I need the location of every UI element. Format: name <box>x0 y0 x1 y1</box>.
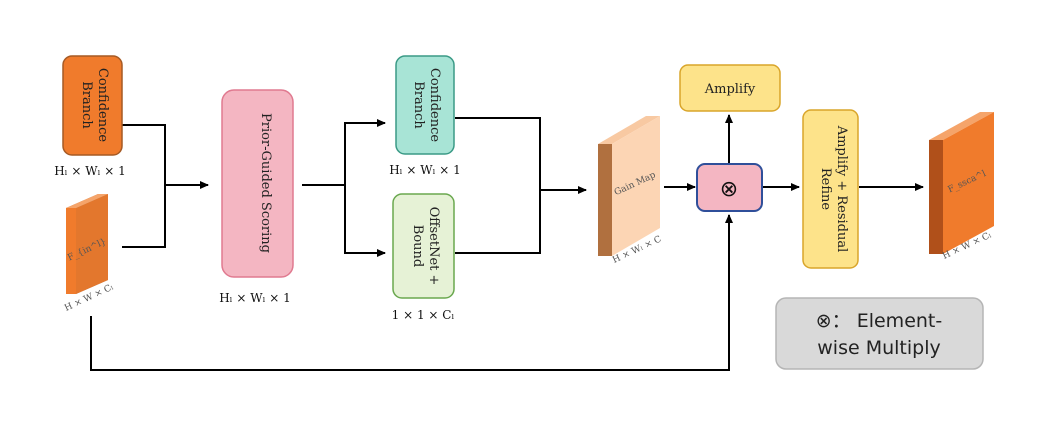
offsetnet-bound-label-line2: Bound <box>410 225 425 267</box>
confidence-branch-1: Confidence Branch <box>62 55 123 156</box>
amplify-residual-refine-label-line2: Refine <box>818 168 833 211</box>
multiply-icon: ⊗ <box>720 177 738 202</box>
gain-map: Gain Map H × Wₗ × C <box>598 116 663 266</box>
amplify-residual-refine-label-line1: Amplify + Residual <box>834 125 849 253</box>
edge-split-to-offsetnet <box>344 185 386 257</box>
edge-confidence2-to-merge <box>455 117 541 190</box>
amplify-residual-refine: Amplify + Residual Refine <box>802 109 859 269</box>
prior-guided-scoring-dims: Hₗ × Wₗ × 1 <box>219 291 291 305</box>
input-tensor: F_{in^l} H × W × Cₗ <box>63 194 115 314</box>
output-tensor: F_ssca^l H × W × Cₗ <box>929 112 994 262</box>
prior-guided-scoring: Prior-Guided Scoring <box>221 89 294 278</box>
amplify: Amplify <box>679 64 781 112</box>
confidence-branch-2-dims: Hₗ × Wₗ × 1 <box>389 163 461 177</box>
edge-input-to-merge <box>122 185 166 248</box>
edge-skip-input-to-multiply <box>90 214 733 371</box>
offsetnet-bound-label-line1: OffsetNet + <box>426 207 441 286</box>
edge-offsetnet-to-merge <box>455 190 541 254</box>
confidence-branch-2: Confidence Branch <box>395 55 455 155</box>
legend-line2: wise Multiply <box>817 337 940 359</box>
confidence-branch-1-dims: Hₗ × Wₗ × 1 <box>54 164 126 178</box>
confidence-branch-2-label-line1: Confidence <box>427 68 442 142</box>
confidence-branch-1-label-line2: Branch <box>79 81 94 129</box>
offsetnet-bound: OffsetNet + Bound <box>392 193 455 299</box>
confidence-branch-1-label-line1: Confidence <box>95 68 110 142</box>
amplify-label: Amplify <box>704 82 756 97</box>
edge-confidence1-to-merge <box>122 124 166 185</box>
edge-split-to-confidence2 <box>344 119 386 185</box>
prior-guided-scoring-label: Prior-Guided Scoring <box>258 113 273 253</box>
legend: ⊗： Element- wise Multiply <box>775 297 984 370</box>
connectors <box>90 114 924 371</box>
offsetnet-bound-dims: 1 × 1 × Cₗ <box>392 308 455 322</box>
multiply-node: ⊗ <box>696 163 763 212</box>
confidence-branch-2-label-line2: Branch <box>411 81 426 129</box>
legend-line1: ⊗： Element- <box>816 310 942 332</box>
